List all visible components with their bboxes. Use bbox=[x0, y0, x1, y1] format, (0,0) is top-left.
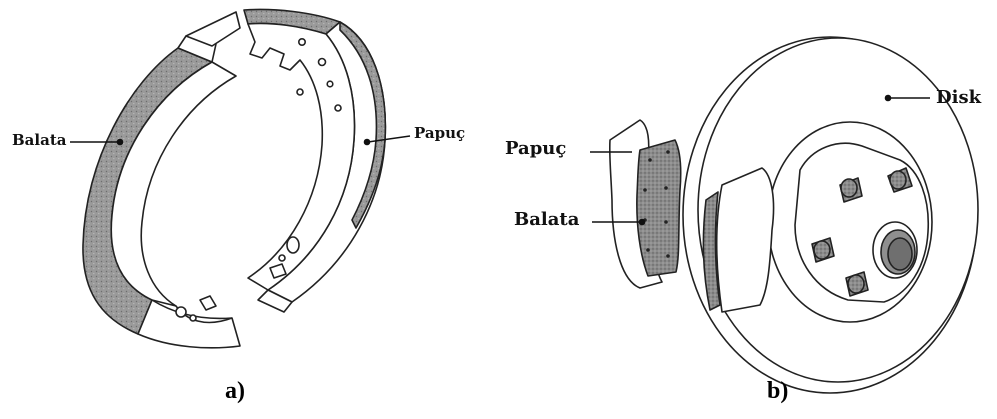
label-shoe-a: Papuç bbox=[414, 124, 465, 142]
outer-brake-pad bbox=[717, 168, 774, 312]
disc-brake-drawing bbox=[610, 37, 978, 393]
label-lining-b: Balata bbox=[514, 209, 579, 230]
inner-brake-pad-lining bbox=[637, 140, 681, 276]
caption-b: b) bbox=[767, 378, 788, 405]
caption-a: a) bbox=[225, 378, 245, 405]
label-lining-a: Balata bbox=[12, 131, 66, 149]
drum-brake-shoe-drawing bbox=[83, 10, 385, 348]
label-disk-b: Disk bbox=[936, 87, 981, 108]
left-shoe-tip bbox=[138, 300, 240, 348]
label-shoe-b: Papuç bbox=[505, 138, 566, 159]
